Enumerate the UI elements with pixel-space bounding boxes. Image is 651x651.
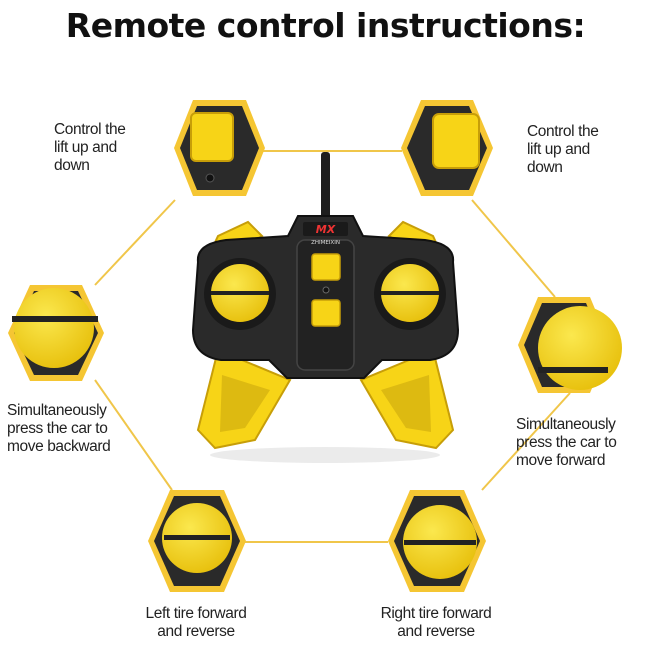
lift-down-button	[311, 299, 341, 327]
caption-middle-left: Simultaneously press the car to move bac…	[7, 402, 111, 455]
caption-bottom-left: Left tire forward and reverse	[145, 605, 247, 640]
caption-top-left: Control the lift up and down	[54, 121, 126, 174]
button-detail-top-left	[174, 100, 265, 196]
brand-logo: MX ZHIMEIXIN	[303, 222, 348, 246]
remote-controller: MX ZHIMEIXIN	[191, 152, 460, 463]
lift-up-button	[311, 253, 341, 281]
button-detail-middle-right	[518, 297, 622, 393]
lift-button-icon	[432, 113, 480, 169]
button-detail-bottom-right	[388, 490, 486, 592]
page-title: Remote control instructions:	[65, 6, 586, 45]
logo-text: MX	[316, 223, 336, 236]
brand-name: ZHIMEIXIN	[311, 240, 340, 246]
caption-middle-right: Simultaneously press the car to move for…	[516, 416, 617, 469]
caption-bottom-right: Right tire forward and reverse	[380, 605, 492, 640]
lift-button-icon	[190, 112, 234, 162]
caption-top-right: Control the lift up and down	[527, 123, 599, 176]
button-detail-top-right	[401, 100, 493, 196]
antenna	[321, 152, 330, 222]
connector-lines	[94, 150, 571, 543]
button-detail-bottom-left	[148, 490, 246, 592]
button-detail-middle-left	[8, 285, 104, 381]
forward-wheel-icon	[538, 306, 622, 390]
backward-wheel-icon	[14, 288, 94, 368]
